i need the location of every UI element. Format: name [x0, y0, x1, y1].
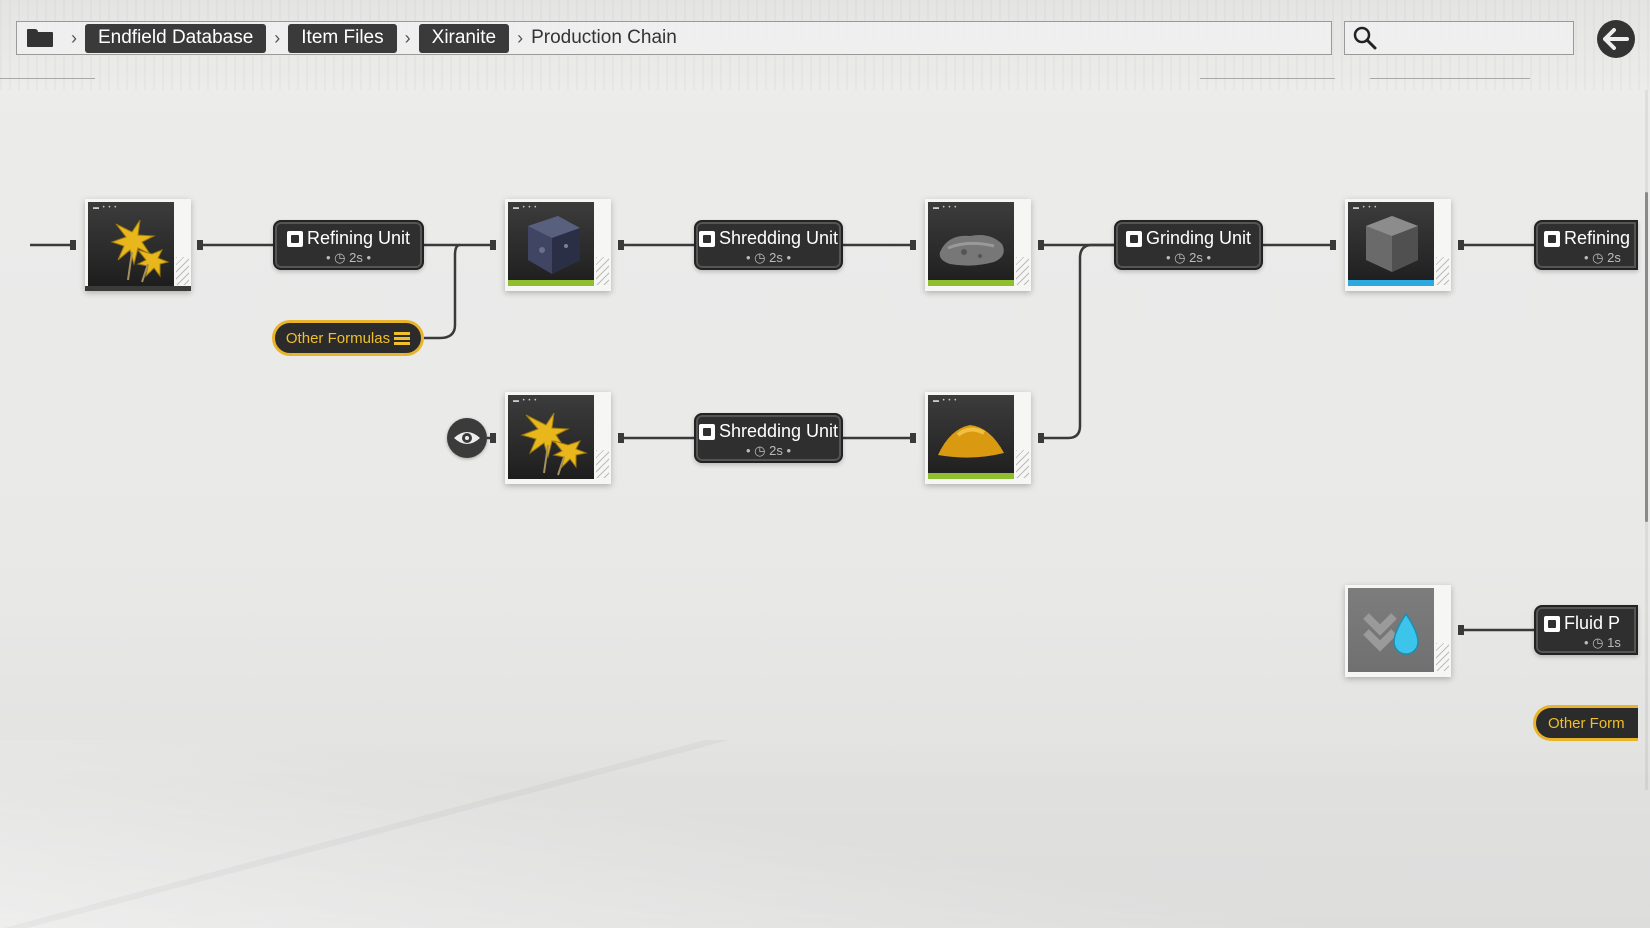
scrollbar-thumb[interactable] — [1645, 192, 1648, 522]
back-button[interactable] — [1597, 20, 1635, 58]
divider — [1200, 78, 1335, 79]
item-rock[interactable]: ▬ • • • — [925, 199, 1031, 291]
machine-time: 1s — [1607, 635, 1621, 650]
item-flower-alt[interactable]: ▬ • • • — [505, 392, 611, 484]
machine-time: 2s — [349, 250, 363, 265]
water-drop-icon — [1363, 612, 1419, 655]
other-formulas-button[interactable]: Other Formulas — [272, 320, 424, 356]
machine-grinding-unit[interactable]: Grinding Unit • ◷ 2s • — [1114, 220, 1263, 270]
item-image: ▬ • • • — [1348, 202, 1434, 286]
machine-refining-unit[interactable]: Refining Unit • ◷ 2s • — [273, 220, 424, 270]
clock-icon: ◷ — [754, 443, 766, 458]
item-flower[interactable]: ▬ • • • — [85, 199, 191, 291]
machine-time: 2s — [769, 443, 783, 458]
breadcrumb-item-files[interactable]: Item Files — [288, 23, 397, 53]
item-image — [1348, 588, 1434, 672]
eye-icon — [454, 432, 480, 444]
machine-name: Shredding Unit — [718, 228, 839, 248]
yellow-flower-icon — [520, 412, 588, 476]
search-input[interactable] — [1383, 29, 1563, 47]
ore-block-icon — [528, 216, 580, 274]
item-cube[interactable]: ▬ • • • — [1345, 199, 1451, 291]
yellow-flower-icon — [110, 219, 170, 283]
divider — [1370, 78, 1530, 79]
powder-pile-icon — [938, 425, 1004, 458]
fluid-icon — [1544, 615, 1560, 632]
item-image: ▬ • • • — [928, 395, 1014, 479]
machine-name: Fluid P — [1564, 613, 1621, 633]
search-icon — [1353, 26, 1377, 50]
breadcrumb-current: Production Chain — [531, 27, 677, 48]
grinding-icon — [1125, 230, 1142, 247]
other-formulas-label: Other Formulas — [285, 329, 391, 347]
divider — [0, 78, 95, 79]
folder-icon[interactable] — [27, 29, 53, 47]
item-water[interactable] — [1345, 585, 1451, 677]
clock-icon: ◷ — [334, 250, 346, 265]
shredding-icon — [698, 230, 715, 247]
other-formulas-button-clipped[interactable]: Other Form — [1533, 705, 1638, 741]
machine-refining-unit-clipped[interactable]: Refining • ◷ 2s — [1534, 220, 1638, 270]
rarity-bar — [928, 280, 1014, 286]
breadcrumb-xiranite[interactable]: Xiranite — [418, 23, 510, 53]
clock-icon: ◷ — [1592, 635, 1604, 650]
chevron-right-icon: › — [404, 28, 411, 48]
clock-icon: ◷ — [1592, 250, 1604, 265]
machine-time: 2s — [769, 250, 783, 265]
machine-name: Shredding Unit — [718, 421, 839, 441]
chevron-right-icon: › — [274, 28, 281, 48]
rarity-bar — [508, 280, 594, 286]
item-powder[interactable]: ▬ • • • — [925, 392, 1031, 484]
breadcrumb-endfield-database[interactable]: Endfield Database — [85, 23, 267, 53]
machine-shredding-unit[interactable]: Shredding Unit • ◷ 2s • — [694, 220, 843, 270]
view-toggle-button[interactable] — [447, 418, 487, 458]
clock-icon: ◷ — [1174, 250, 1186, 265]
item-image: ▬ • • • — [508, 395, 594, 479]
rock-icon — [939, 235, 1004, 266]
item-image: ▬ • • • — [88, 202, 174, 286]
list-icon — [394, 331, 411, 345]
machine-shredding-unit-2[interactable]: Shredding Unit • ◷ 2s • — [694, 413, 843, 463]
chevron-right-icon: › — [517, 28, 524, 48]
item-image: ▬ • • • — [928, 202, 1014, 286]
breadcrumb: › Endfield Database › Item Files › Xiran… — [16, 21, 1332, 55]
refining-icon — [1544, 230, 1560, 247]
other-formulas-label: Other Form — [1548, 714, 1625, 732]
machine-name: Refining Unit — [306, 228, 411, 248]
back-arrow-icon — [1603, 28, 1629, 50]
machine-name: Refining — [1564, 228, 1631, 248]
machine-time: 2s — [1607, 250, 1621, 265]
item-block[interactable]: ▬ • • • — [505, 199, 611, 291]
machine-fluid-clipped[interactable]: Fluid P • ◷ 1s — [1534, 605, 1638, 655]
clock-icon: ◷ — [754, 250, 766, 265]
item-image: ▬ • • • — [508, 202, 594, 286]
refining-icon — [286, 230, 303, 247]
shredding-icon — [698, 423, 715, 440]
rarity-bar — [928, 473, 1014, 479]
rarity-bar — [1348, 280, 1434, 286]
chevron-right-icon: › — [71, 28, 77, 48]
search-box[interactable] — [1344, 21, 1574, 55]
floor-backdrop — [0, 740, 1650, 928]
machine-time: 2s — [1189, 250, 1203, 265]
rarity-bar — [85, 286, 191, 291]
cube-icon — [1366, 216, 1418, 272]
machine-name: Grinding Unit — [1145, 228, 1252, 248]
